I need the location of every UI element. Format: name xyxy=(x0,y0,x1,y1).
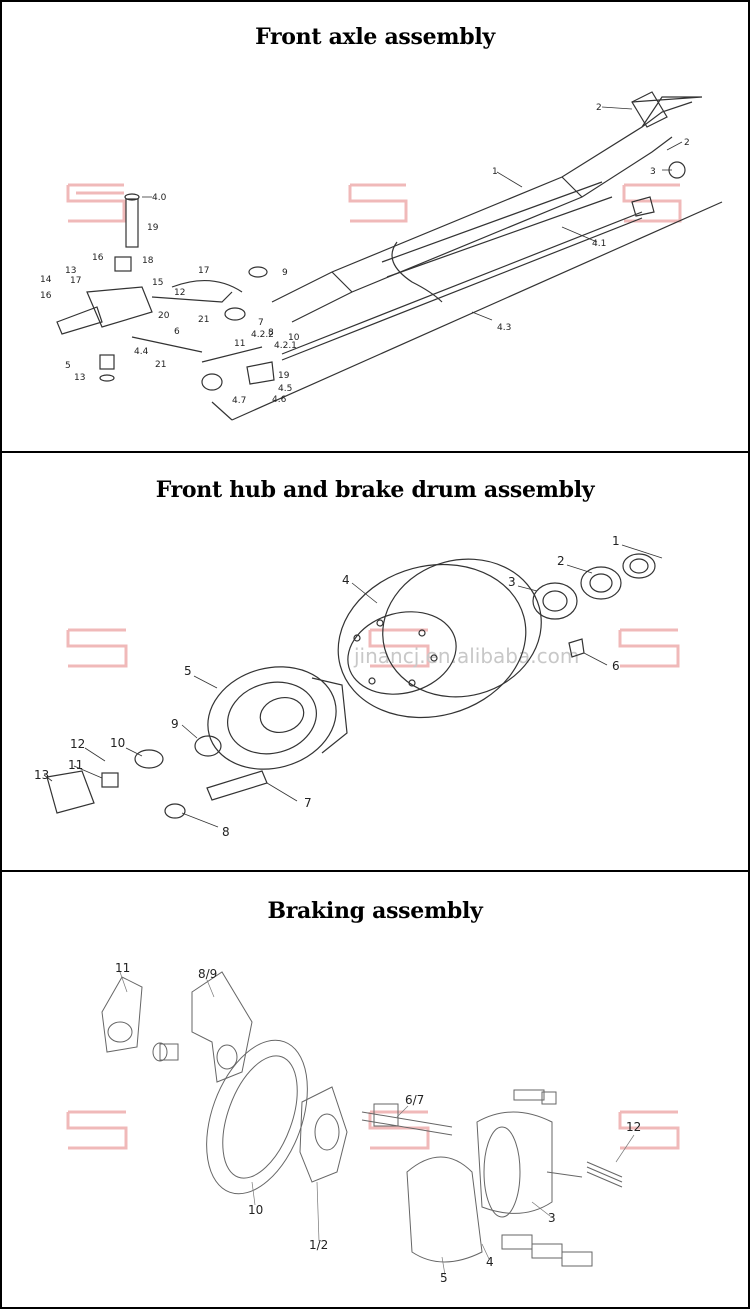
axle-label: 19 xyxy=(147,223,159,233)
axle-label: 10 xyxy=(288,333,300,343)
logo-watermark xyxy=(618,628,680,668)
axle-label: 13 xyxy=(65,266,76,276)
axle-label: 20 xyxy=(158,311,170,321)
steering-knuckle xyxy=(56,193,275,391)
brake-label: 3 xyxy=(548,1211,556,1225)
logo-watermark xyxy=(66,183,126,223)
axle-label: 1 xyxy=(492,167,498,177)
logo-watermark xyxy=(368,628,430,668)
axle-label: 4.7 xyxy=(232,396,246,406)
brake-drum xyxy=(337,558,542,719)
axle-label: 4.1 xyxy=(592,239,606,249)
hub-label: 2 xyxy=(557,554,565,568)
axle-label: 11 xyxy=(234,339,245,349)
axle-label: 19 xyxy=(278,371,290,381)
front-axle-title: Front axle assembly xyxy=(255,24,495,50)
axle-label: 9 xyxy=(282,268,288,278)
axle-label: 7 xyxy=(258,318,264,328)
hub-label: 13 xyxy=(34,768,49,782)
axle-label: 4.3 xyxy=(497,323,511,333)
axle-label: 21 xyxy=(155,360,166,370)
axle-label: 4.2.2 xyxy=(251,330,274,340)
hub-label: 7 xyxy=(304,796,312,810)
axle-label: 13 xyxy=(74,373,85,383)
leader-lines xyxy=(119,971,635,1276)
axle-label: 16 xyxy=(40,291,52,301)
brake-label: 1/2 xyxy=(309,1238,328,1252)
hub-label: 1 xyxy=(612,534,620,548)
hub-drum-diagram: jinancj.en.alibaba.com xyxy=(34,534,680,839)
logo-watermark xyxy=(368,1110,430,1150)
axle-label: 21 xyxy=(198,315,209,325)
hub-label: 5 xyxy=(184,664,192,678)
axle-beam xyxy=(271,96,703,323)
brake-label: 5 xyxy=(440,1271,448,1285)
bearings xyxy=(46,553,656,819)
logo-watermark xyxy=(622,183,682,223)
axle-label: 4.5 xyxy=(278,384,292,394)
leader-lines xyxy=(43,544,663,828)
front-axle-diagram: 2 1 2 3 4.1 4.3 4.0 19 16 18 13 17 15 14… xyxy=(40,91,723,421)
hub-label: 10 xyxy=(110,736,125,750)
axle-label: 6 xyxy=(174,327,180,337)
leader-lines xyxy=(142,106,683,321)
axle-label: 2 xyxy=(684,138,690,148)
hub-label: 3 xyxy=(508,575,516,589)
hub-label: 4 xyxy=(342,573,350,587)
brake-label: 10 xyxy=(248,1203,263,1217)
braking-diagram: 11 8/9 6/7 12 3 10 1/2 5 4 xyxy=(66,961,680,1285)
braking-panel: Braking assembly xyxy=(0,870,750,1309)
axle-label: 8 xyxy=(268,328,274,338)
axle-label: 17 xyxy=(70,276,81,286)
hub-label: 6 xyxy=(612,659,620,673)
axle-label: 15 xyxy=(152,278,163,288)
axle-label: 2 xyxy=(596,103,602,113)
hub-label: 11 xyxy=(68,758,83,772)
hub-label: 9 xyxy=(171,717,179,731)
logo-watermark xyxy=(66,628,128,668)
brake-label: 6/7 xyxy=(405,1093,424,1107)
axle-label: 18 xyxy=(142,256,154,266)
hub-label: 12 xyxy=(70,737,85,751)
axle-label: 12 xyxy=(174,288,185,298)
axle-label: 4.0 xyxy=(152,193,167,203)
hub-drum-panel: Front hub and brake drum assembly jinanc… xyxy=(0,451,750,872)
logo-watermark xyxy=(66,1110,128,1150)
right-knuckle xyxy=(631,91,686,217)
axle-label: 14 xyxy=(40,275,52,285)
brake-label: 11 xyxy=(115,961,130,975)
axle-label: 4.4 xyxy=(134,347,149,357)
axle-label: 16 xyxy=(92,253,104,263)
hub-label: 8 xyxy=(222,825,230,839)
front-axle-panel: Front axle assembly xyxy=(0,0,750,453)
axle-label: 4.6 xyxy=(272,395,287,405)
axle-label: 17 xyxy=(198,266,209,276)
axle-label: 4.2.1 xyxy=(274,341,297,351)
braking-title: Braking assembly xyxy=(267,898,483,924)
axle-label: 3 xyxy=(650,167,656,177)
hub xyxy=(207,666,348,770)
axle-label: 5 xyxy=(65,361,71,371)
brake-label: 8/9 xyxy=(198,967,217,981)
logo-watermark xyxy=(348,183,408,223)
braking-parts xyxy=(101,971,623,1267)
logo-watermark xyxy=(618,1110,680,1150)
brake-label: 4 xyxy=(486,1255,494,1269)
brake-label: 12 xyxy=(626,1120,641,1134)
hub-drum-title: Front hub and brake drum assembly xyxy=(155,477,595,503)
